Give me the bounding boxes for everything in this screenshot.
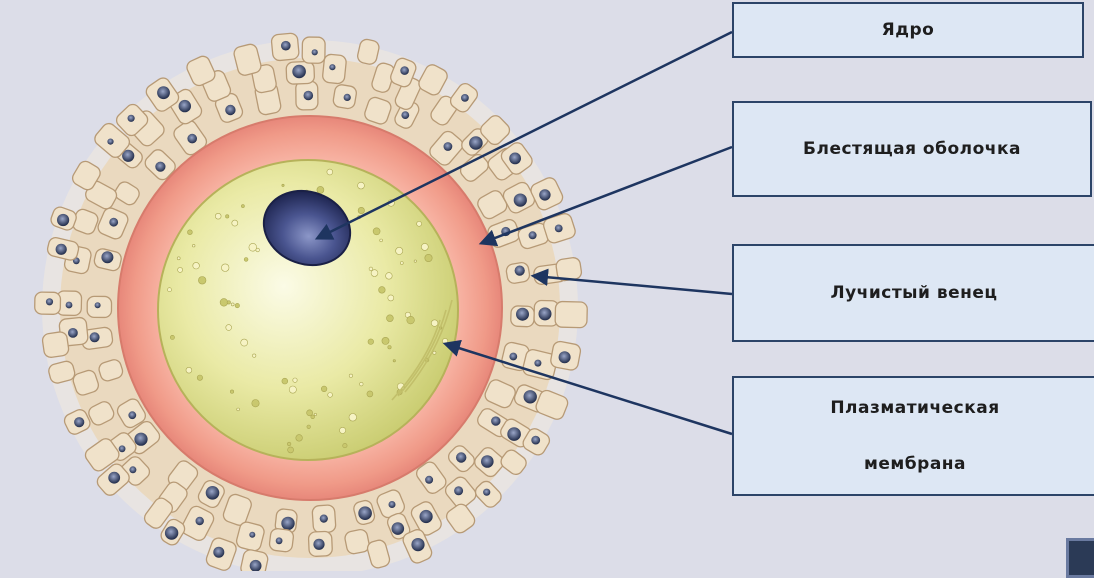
granule [293, 378, 297, 382]
granule [379, 287, 386, 294]
corona-cell [344, 528, 371, 555]
granule [226, 215, 229, 218]
granule [241, 205, 244, 208]
granule [360, 382, 364, 386]
granule [421, 243, 428, 250]
granule [282, 184, 284, 186]
granule [317, 186, 324, 193]
granule [358, 207, 364, 213]
granule [433, 351, 436, 354]
granule [188, 230, 193, 235]
granule [170, 335, 174, 339]
granule [253, 354, 256, 357]
corona-cell [87, 296, 111, 317]
corona-cell [271, 33, 300, 61]
granule [177, 257, 180, 260]
granule [386, 273, 393, 280]
corona-cell [555, 301, 587, 327]
corona-cell [308, 531, 332, 556]
label-zona-pellucida: Блестящая оболочка [732, 101, 1092, 197]
label-membrane-line2: мембрана [864, 436, 966, 492]
granule [226, 325, 232, 331]
granule [358, 182, 365, 189]
granule [227, 301, 230, 304]
granule [425, 254, 432, 261]
granule [343, 443, 347, 447]
corona-cell [511, 306, 535, 327]
label-nucleus-text: Ядро [882, 20, 935, 40]
granule [282, 378, 288, 384]
granule [431, 320, 438, 327]
granule [396, 247, 403, 254]
granule [417, 221, 422, 226]
corona-cell [322, 54, 347, 84]
granule [387, 315, 394, 322]
granule [380, 239, 383, 242]
label-zona-text: Блестящая оболочка [803, 139, 1021, 159]
granule [349, 414, 357, 422]
corona-cell [286, 61, 315, 84]
corona-cell [42, 331, 70, 358]
granule [287, 442, 291, 446]
granule [371, 270, 378, 277]
corona-cell [505, 262, 530, 285]
granule [407, 316, 415, 324]
granule [328, 393, 333, 398]
granule [288, 447, 294, 453]
granule [230, 390, 233, 393]
granule [367, 391, 373, 397]
granule [244, 258, 248, 262]
granule [252, 400, 259, 407]
granule [442, 338, 447, 343]
granule [178, 267, 183, 272]
granule [193, 262, 200, 269]
granule [232, 220, 238, 226]
granule [314, 413, 316, 415]
corona-cell [312, 505, 336, 533]
granule [388, 346, 391, 349]
granule [321, 386, 327, 392]
label-plasma-membrane: Плазматическая мембрана [732, 376, 1094, 496]
granule [296, 435, 303, 442]
label-corona-text: Лучистый венец [830, 283, 997, 303]
granule [192, 244, 195, 247]
granule [369, 267, 373, 271]
granule [231, 303, 234, 306]
granule [400, 262, 403, 265]
granule [307, 410, 313, 416]
granule [393, 360, 395, 362]
granule [373, 228, 380, 235]
granule [289, 386, 296, 393]
corona-cell [332, 84, 357, 110]
granule [368, 339, 374, 345]
label-nucleus: Ядро [732, 2, 1084, 58]
granule [414, 260, 416, 262]
slide-corner-mark [1066, 538, 1094, 578]
corona-cell [302, 37, 325, 63]
granule [168, 288, 172, 292]
corona-cell [550, 340, 582, 371]
granule [220, 299, 228, 307]
granule [388, 295, 394, 301]
corona-cell [35, 292, 61, 314]
granule [235, 303, 239, 307]
granule [237, 408, 240, 411]
granule [256, 248, 260, 252]
granule [307, 425, 311, 429]
granule [221, 264, 229, 272]
granule [186, 367, 192, 373]
label-corona-radiata: Лучистый венец [732, 244, 1094, 342]
granule [382, 337, 389, 344]
granule [327, 169, 333, 175]
granule [197, 375, 202, 380]
label-membrane-line1: Плазматическая [830, 380, 999, 436]
granule [340, 427, 346, 433]
granule [215, 213, 221, 219]
granule [349, 374, 352, 377]
granule [241, 339, 248, 346]
granule [249, 243, 257, 251]
granule [198, 277, 206, 285]
corona-cell [269, 528, 294, 553]
corona-cell [296, 81, 318, 110]
